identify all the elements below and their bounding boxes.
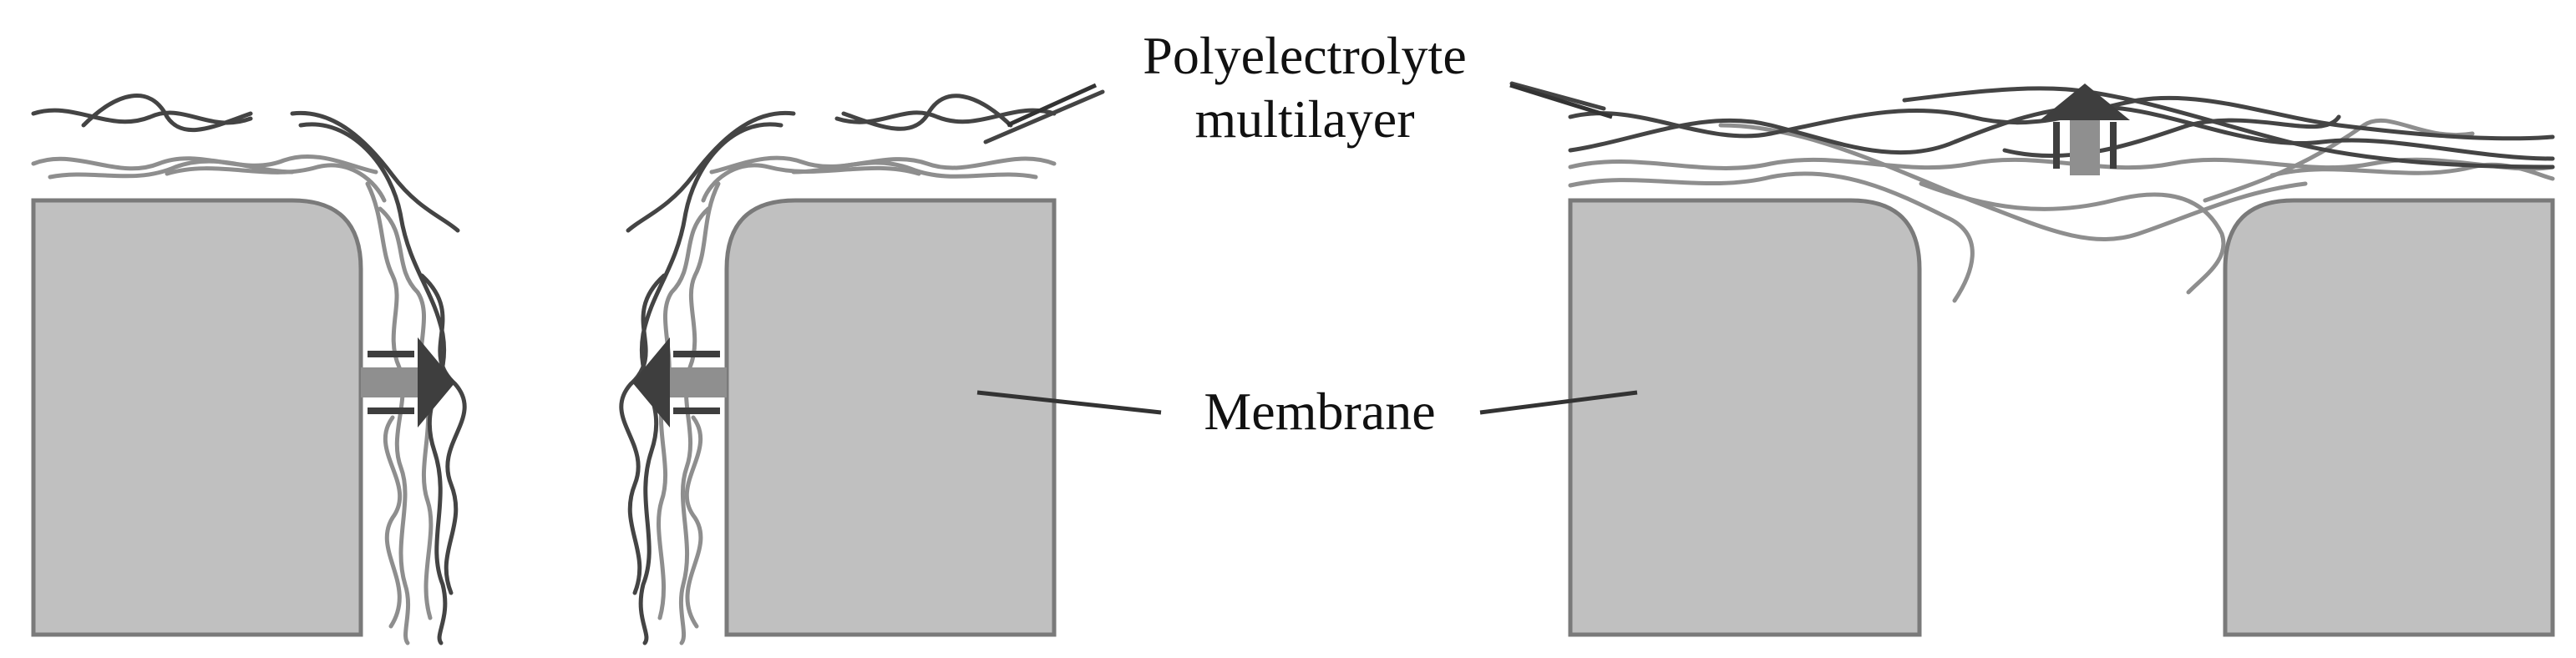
label-membrane: Membrane [1204, 382, 1435, 441]
membrane-block-right-b [2223, 198, 2555, 637]
label-polyelectrolyte-line1: Polyelectrolyte [1143, 26, 1466, 85]
left-panel [31, 89, 1105, 645]
arrow-right [361, 337, 455, 428]
membrane-block-middle [724, 198, 1057, 637]
polyelectrolyte-fibers-light-right [1568, 118, 2555, 303]
membrane-block-right-a [1568, 198, 1922, 637]
arrow-left [632, 337, 727, 428]
arrow-up [2040, 84, 2130, 175]
right-panel [1509, 81, 2555, 637]
polyelectrolyte-fibers-dark-right [1509, 81, 2555, 170]
polyelectrolyte-fibers-dark-left [31, 89, 1105, 645]
label-polyelectrolyte-line2: multilayer [1194, 89, 1414, 149]
leader-lines [976, 83, 1638, 415]
membrane-block-left [31, 198, 363, 637]
